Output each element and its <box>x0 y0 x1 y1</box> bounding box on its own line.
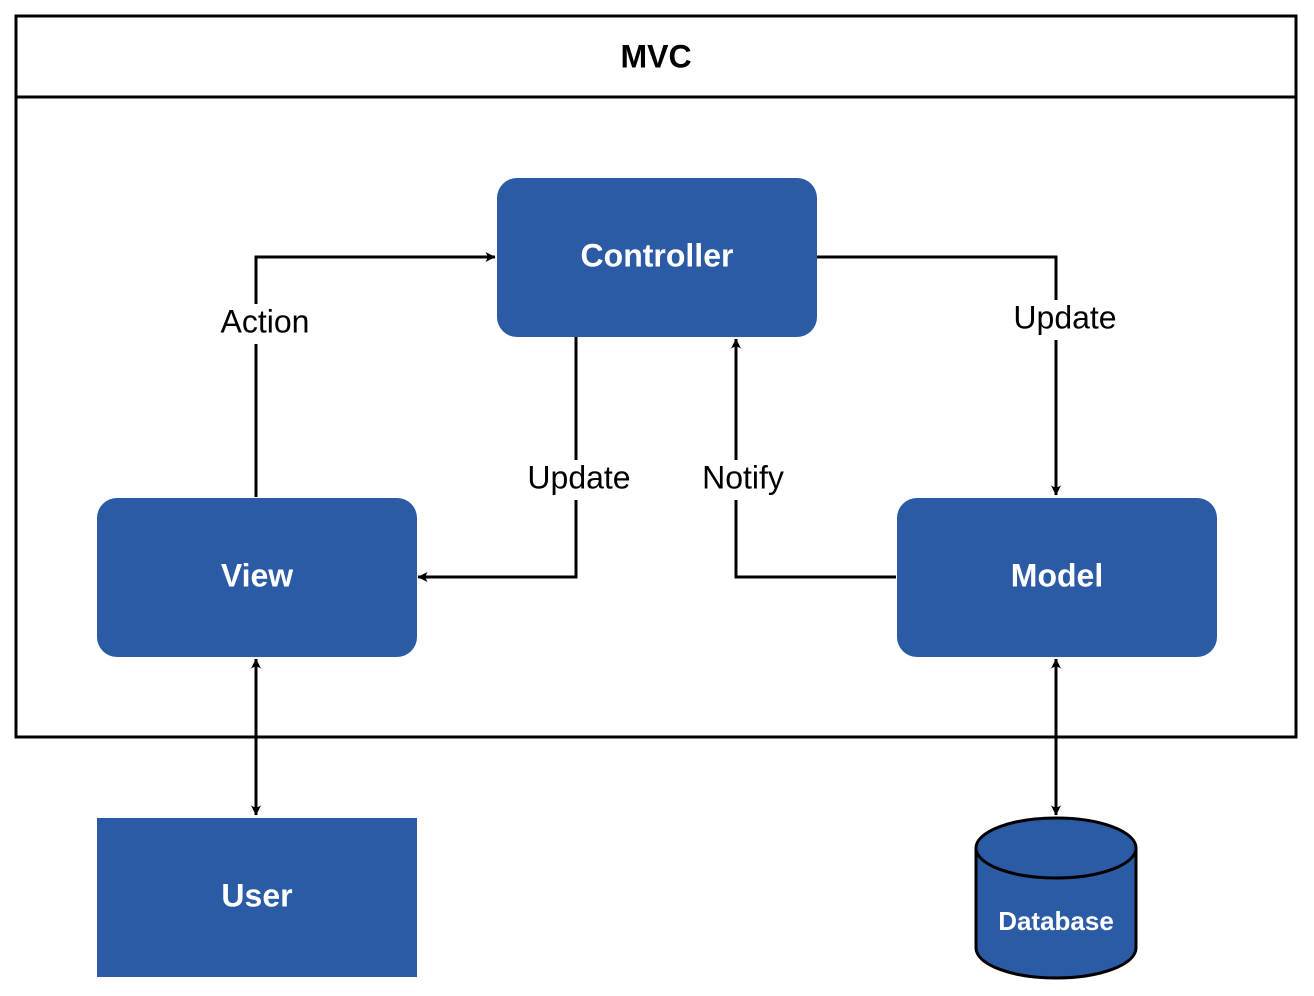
edge-controller-to-model <box>817 255 1061 496</box>
node-database-label: Database <box>998 906 1114 936</box>
edge-label-bg-action <box>214 304 318 344</box>
edge-view-to-controller <box>254 252 496 497</box>
edge-model-to-controller <box>731 338 896 579</box>
edge-label-bg-update-view <box>521 460 637 500</box>
node-controller-box[interactable] <box>497 178 817 337</box>
node-user-label: User <box>221 877 292 913</box>
node-database[interactable]: Database <box>974 816 1138 980</box>
mvc-container-title: MVC <box>620 38 691 74</box>
edge-label-bg-notify <box>694 460 792 500</box>
edges: Action Update Notify Update <box>214 252 1124 816</box>
node-model[interactable]: Model <box>897 498 1217 657</box>
database-cylinder-body[interactable] <box>974 816 1138 980</box>
node-controller[interactable]: Controller <box>497 178 817 337</box>
database-cylinder-top-rim <box>974 847 1138 880</box>
node-view-label: View <box>221 557 293 593</box>
edge-label-update-view: Update <box>527 459 630 495</box>
node-model-label: Model <box>1011 557 1103 593</box>
node-model-box[interactable] <box>897 498 1217 657</box>
node-view-box[interactable] <box>97 498 417 657</box>
node-user[interactable]: User <box>97 818 417 977</box>
edge-label-action: Action <box>221 303 310 339</box>
node-controller-label: Controller <box>581 237 734 273</box>
edge-label-update-model: Update <box>1013 299 1116 335</box>
edge-label-bg-update-model <box>1006 300 1124 340</box>
edge-controller-to-view <box>417 337 578 582</box>
node-user-box[interactable] <box>97 818 417 977</box>
edge-label-notify: Notify <box>702 459 784 495</box>
node-view[interactable]: View <box>97 498 417 657</box>
